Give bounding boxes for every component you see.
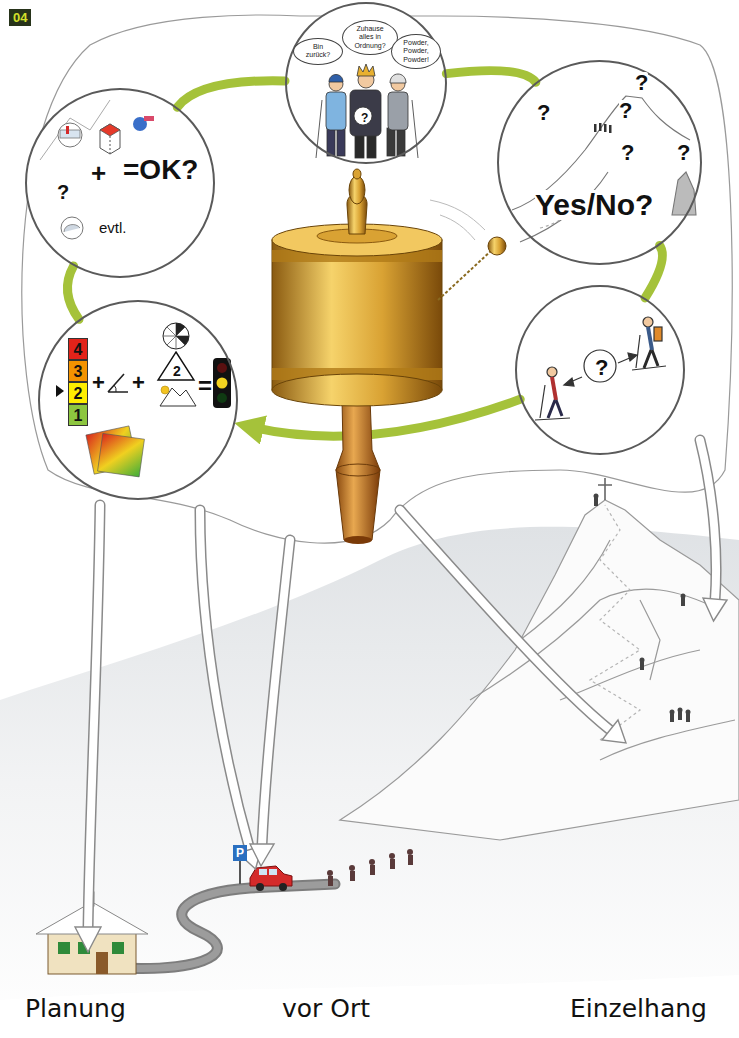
symbol-text: ? [361,112,368,124]
terrain-sketch [512,96,696,242]
parking-sign-and-car [240,861,292,891]
cycle-arrow [645,246,662,298]
terrain-circle: ????? Yes/No? [497,60,702,265]
road [120,884,335,968]
figure-number: 04 [9,9,31,26]
danger-level: 2 [68,382,88,404]
symbol-text: ? [677,142,690,164]
speech-bubble: Bin zurück? [293,38,343,65]
symbol-text: + [92,372,105,394]
node-text: Yes/No? [535,190,653,220]
group-figures [316,64,418,158]
symbol-text: ? [595,357,608,379]
symbol-text: 2 [173,364,181,378]
node-text: evtl. [99,220,127,235]
speech-text: Bin zurück? [301,43,335,60]
speech-text: Powder, Powder, Powder! [399,39,433,64]
cycle-arrow [177,81,285,107]
symbol-text: ? [537,102,550,124]
danger-level: 1 [68,404,88,426]
cycle-arrow [67,266,79,319]
danger-level: 3 [68,360,88,382]
stage-label: vor Ort [282,996,370,1021]
thought-cloud [22,15,732,543]
cycle-arrow [446,71,535,83]
scope-arrows [88,440,716,930]
speech-bubble: Zuhause alles in Ordnung? [342,20,398,55]
speech-bubble: Powder, Powder, Powder! [391,34,441,69]
symbol-text: + [132,372,145,394]
wheel-handle [336,398,380,544]
skiers-ascending [327,849,413,886]
planning-circle: ? + =OK? evtl. [25,88,215,278]
symbol-text: ? [621,142,634,164]
parking-sign: P [233,845,247,861]
danger-level: 4 [68,338,88,360]
symbol-text: ? [57,182,69,202]
wheel-drum [272,169,442,406]
scope-arrowheads [75,598,727,952]
reduction-circle: 4321++2= [38,300,238,500]
mountain [340,478,739,840]
symbol-text: ? [619,100,632,122]
speech-text: Zuhause alles in Ordnung? [350,25,390,50]
wheel-weight [430,200,506,300]
skiers-on-mountain [594,494,691,723]
stage-label: Einzelhang [570,996,707,1021]
distance-sketch [535,317,666,420]
node-text: =OK? [123,156,198,184]
symbol-text: ? [635,72,648,94]
symbol-text: = [198,374,212,398]
stage-label: Planung [25,996,126,1021]
distance-circle: ? [515,285,685,455]
reduction-icons [56,323,231,477]
group-circle: ? Bin zurück? Zuhause alles in Ordnung? Pow… [285,2,447,164]
symbol-text: + [91,160,106,186]
